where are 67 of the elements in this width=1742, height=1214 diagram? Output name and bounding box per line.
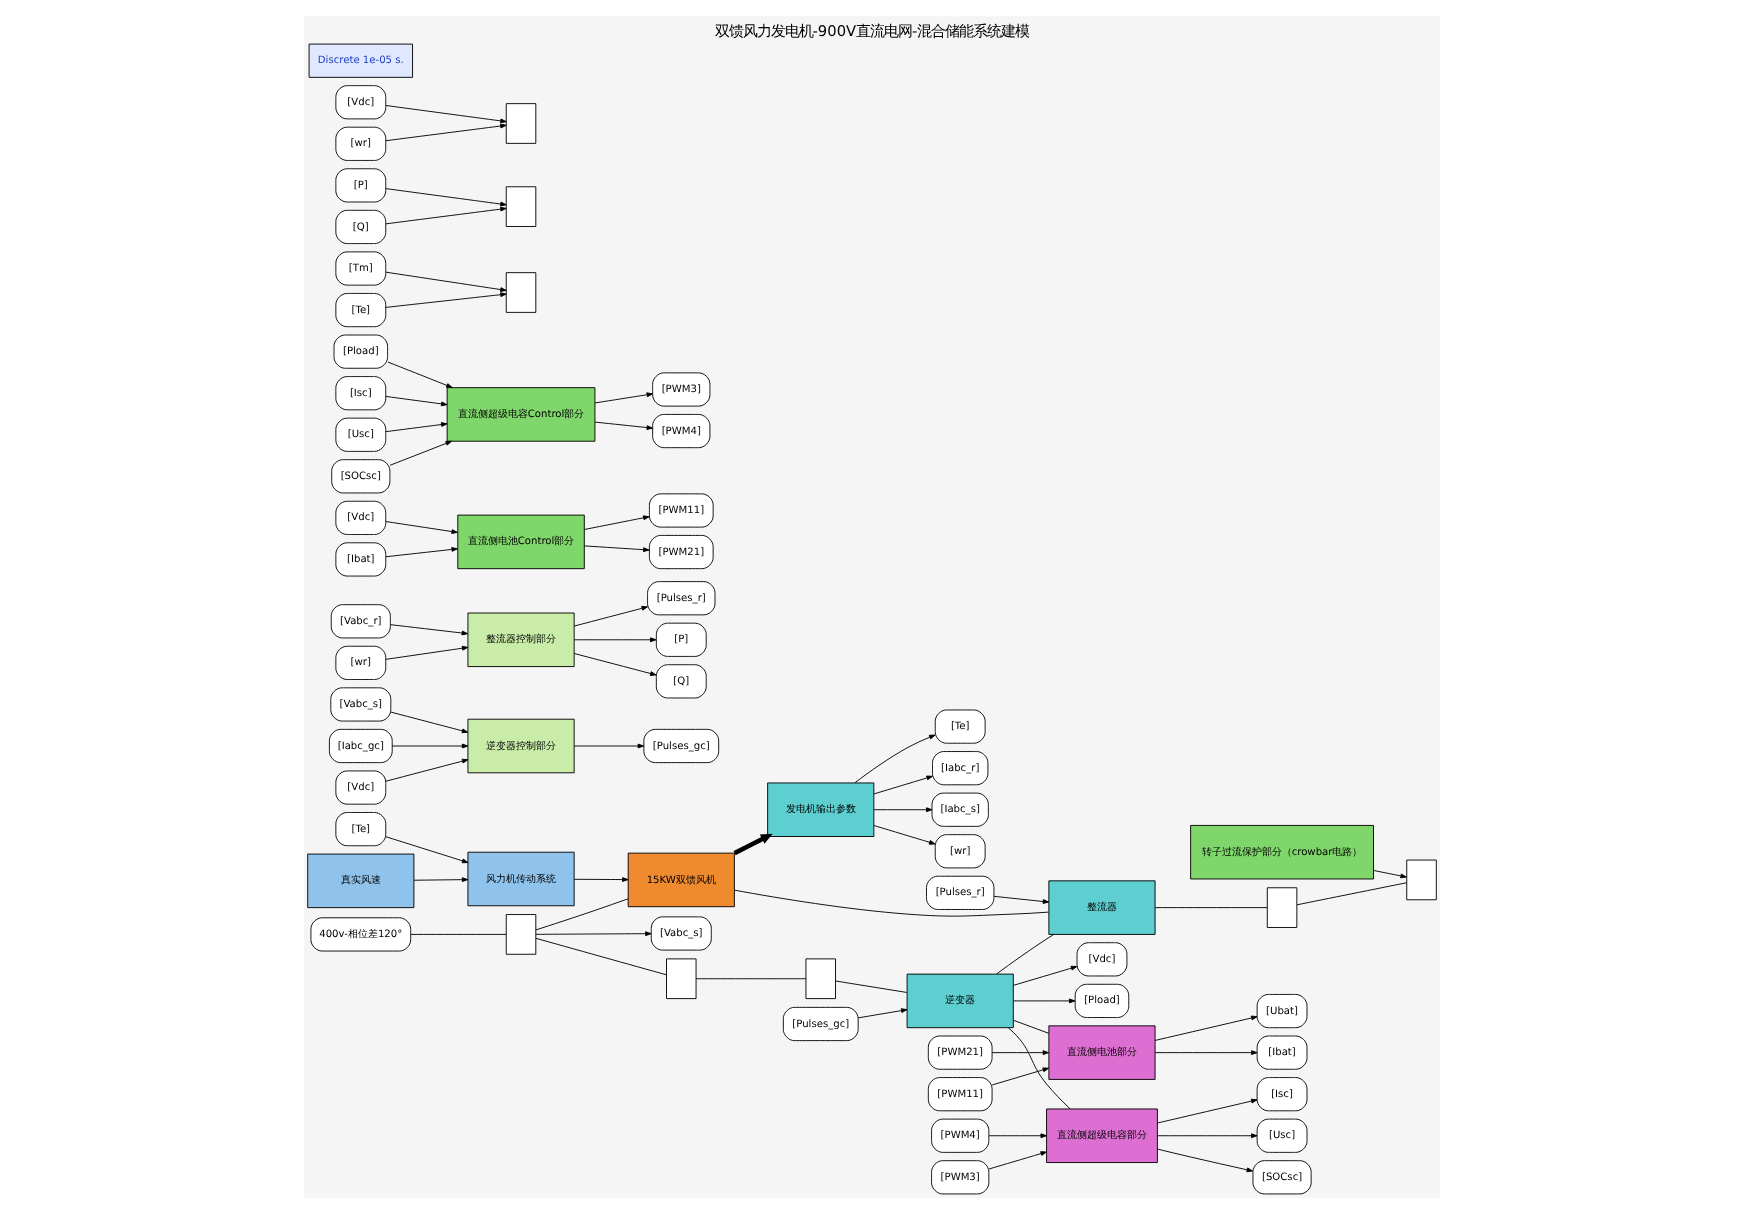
arrow [1155, 1148, 1253, 1173]
connector [694, 978, 806, 980]
arrow [384, 271, 506, 292]
arrow [872, 807, 932, 813]
node-box [504, 272, 536, 313]
arrow [990, 1067, 1049, 1086]
node-box [665, 958, 696, 1000]
node-box [504, 103, 536, 144]
arrow [388, 440, 451, 466]
node-box [1265, 887, 1297, 928]
arrow [384, 292, 506, 308]
node-box [1405, 859, 1436, 901]
arrow [987, 1151, 1046, 1170]
arrow [572, 653, 656, 676]
arrow [856, 1008, 907, 1019]
arrow [386, 361, 452, 388]
arrow [732, 833, 772, 856]
arrow [384, 836, 468, 864]
node-box [804, 958, 835, 1000]
arrow [872, 825, 935, 845]
arrow [389, 711, 468, 734]
arrow [1153, 1050, 1257, 1056]
arrow [583, 515, 649, 530]
arrow [384, 422, 447, 433]
connector [534, 937, 666, 976]
connector [534, 898, 628, 931]
arrow [1153, 1015, 1257, 1041]
connector [409, 933, 506, 935]
arrow [572, 743, 644, 749]
arrow [1372, 870, 1406, 879]
arrow [384, 395, 447, 407]
arrow [384, 206, 506, 225]
arrow [384, 105, 506, 124]
connector [995, 934, 1054, 975]
arrow [1156, 1133, 1257, 1139]
connector [1295, 882, 1407, 906]
arrow [583, 545, 649, 553]
arrow [853, 734, 935, 784]
node-box [504, 914, 536, 955]
arrow [572, 877, 628, 882]
connector [733, 889, 1049, 917]
connector [834, 980, 907, 993]
arrow [1156, 1098, 1257, 1124]
arrow [992, 895, 1049, 904]
arrow [390, 743, 468, 749]
connector [1012, 1019, 1049, 1034]
arrow [572, 605, 647, 627]
connector [1006, 1027, 1070, 1110]
connector [1153, 907, 1267, 909]
arrow [384, 645, 468, 660]
arrow [384, 547, 457, 558]
arrow [384, 758, 468, 782]
arrow [1012, 965, 1077, 986]
arrow [872, 775, 932, 795]
arrow [990, 1050, 1049, 1056]
arrow [1012, 998, 1075, 1004]
arrow [593, 392, 652, 404]
node-box [504, 186, 536, 227]
arrow [384, 123, 506, 142]
arrow [384, 521, 457, 534]
arrow [412, 877, 468, 883]
arrow [593, 421, 652, 430]
arrow [534, 931, 651, 937]
arrow [388, 624, 468, 636]
arrow [572, 637, 656, 643]
arrow [987, 1133, 1046, 1139]
arrow [384, 188, 506, 207]
